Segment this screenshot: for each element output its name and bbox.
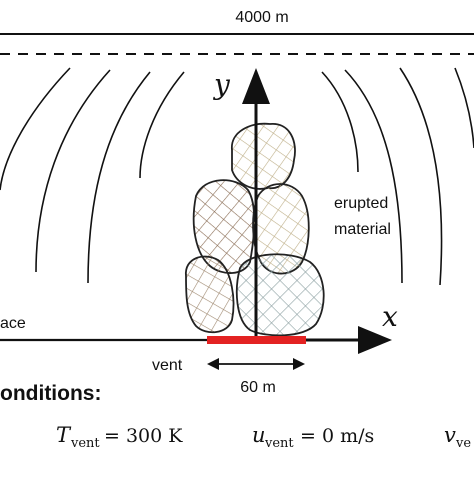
left-streamline-2: [35, 69, 111, 273]
left-streamline-3: [87, 71, 151, 284]
t-subscript: vent: [70, 436, 100, 451]
conditions-heading: onditions:: [0, 382, 101, 405]
vent-bar: [207, 336, 306, 344]
right-streamline-3: [399, 67, 443, 286]
t-value: = 300 K: [104, 425, 183, 447]
right-streamline-2: [344, 69, 403, 284]
vent-width-label: 60 m: [240, 379, 276, 396]
blob-left-lower: [185, 255, 235, 334]
vent-width-arrow: [207, 358, 305, 370]
x-axis-label: x: [382, 300, 398, 333]
left-streamline-4: [139, 71, 185, 179]
vent-label: vent: [152, 357, 183, 374]
condition-u-vent: u vent = 0 m/s: [252, 423, 374, 451]
x-axis-arrow: [300, 326, 392, 354]
right-streamlines: [321, 67, 474, 286]
erupted-material-blobs: [185, 122, 325, 337]
blob-top: [231, 122, 296, 190]
right-streamline-4: [454, 67, 474, 149]
v-subscript: ve: [455, 436, 471, 451]
u-symbol: u: [252, 423, 266, 447]
u-subscript: vent: [264, 436, 294, 451]
left-streamline-1: [0, 67, 71, 191]
top-width-label: 4000 m: [235, 9, 288, 26]
blob-right-lower: [235, 253, 325, 337]
erupted-label-line1: erupted: [334, 195, 388, 212]
condition-v-vent: v ve: [444, 423, 471, 451]
y-axis-arrow: [242, 68, 270, 340]
y-axis-label: y: [212, 68, 231, 101]
left-streamlines: [0, 67, 185, 284]
surface-label: ace: [0, 315, 26, 332]
v-symbol: v: [444, 423, 456, 447]
erupted-label-line2: material: [334, 221, 391, 238]
right-streamline-1: [321, 71, 359, 173]
condition-t-vent: T vent = 300 K: [56, 423, 183, 451]
t-symbol: T: [56, 423, 72, 447]
u-value: = 0 m/s: [300, 425, 374, 447]
